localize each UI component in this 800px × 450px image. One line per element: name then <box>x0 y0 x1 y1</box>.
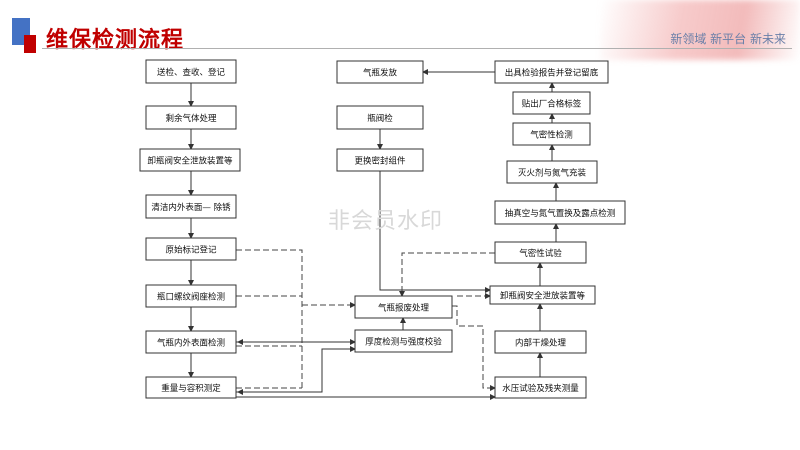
flow-box-label: 卸瓶阀安全泄放装置等 <box>147 156 233 167</box>
flow-box-label: 气瓶发放 <box>363 68 398 79</box>
flow-box-left-1: 剩余气体处理 <box>145 105 237 130</box>
flow-box-label: 贴出厂合格标签 <box>522 99 582 110</box>
flow-box-left-3: 清洁内外表面— 除锈 <box>145 194 237 219</box>
flow-box-label: 清洁内外表面— 除锈 <box>151 202 231 213</box>
flow-box-left-2: 卸瓶阀安全泄放装置等 <box>139 148 241 172</box>
flow-box-right-8: 水压试验及残夹测量 <box>494 376 587 399</box>
flow-box-left-0: 送检、查收、登记 <box>145 59 237 84</box>
flow-box-label: 厚度检测与强度校验 <box>365 337 442 348</box>
flow-box-label: 更换密封组件 <box>354 156 406 167</box>
flow-box-left-4: 原始标记登记 <box>145 237 237 261</box>
flow-box-label: 气密性试验 <box>519 248 562 259</box>
flow-box-label: 剩余气体处理 <box>165 113 217 124</box>
flow-box-label: 原始标记登记 <box>165 245 217 256</box>
flow-box-left-7: 重量与容积测定 <box>145 376 237 399</box>
flow-box-middle-3: 气瓶报废处理 <box>354 295 453 319</box>
flow-box-left-5: 瓶口螺纹阀座检测 <box>145 284 237 308</box>
flow-box-right-0: 出具检验报告并登记留底 <box>494 60 609 84</box>
flow-box-label: 出具检验报告并登记留底 <box>505 68 599 79</box>
flow-box-label: 内部干燥处理 <box>515 338 567 349</box>
decorative-banner <box>600 0 800 60</box>
flow-box-right-4: 抽真空与氮气置换及露点检测 <box>494 200 626 225</box>
flow-box-right-1: 贴出厂合格标签 <box>512 91 591 115</box>
flow-box-label: 气瓶报废处理 <box>378 303 430 314</box>
flow-box-label: 重量与容积测定 <box>161 383 221 394</box>
flow-box-label: 卸瓶阀安全泄放装置等 <box>500 291 586 302</box>
flow-box-label: 灭火剂与氮气充装 <box>518 168 587 179</box>
flow-box-label: 气瓶内外表面检测 <box>157 338 225 349</box>
slogan: 新领域 新平台 新未来 <box>670 32 786 46</box>
connectors <box>188 69 559 400</box>
flow-box-label: 抽真空与氮气置换及露点检测 <box>505 208 616 219</box>
flow-box-label: 瓶阀检 <box>367 113 393 124</box>
flow-box-middle-2: 更换密封组件 <box>336 148 424 172</box>
flow-box-right-6: 卸瓶阀安全泄放装置等 <box>489 285 596 305</box>
flow-box-label: 瓶口螺纹阀座检测 <box>157 292 225 303</box>
flow-box-middle-4: 厚度检测与强度校验 <box>354 329 453 353</box>
flow-box-label: 气密性检测 <box>530 130 573 141</box>
flow-box-label: 送检、查收、登记 <box>157 67 226 78</box>
flow-box-right-3: 灭火剂与氮气充装 <box>506 160 598 184</box>
flow-box-label: 水压试验及残夹测量 <box>502 383 579 394</box>
flow-box-right-5: 气密性试验 <box>494 241 587 264</box>
divider <box>42 48 792 49</box>
flow-box-middle-1: 瓶阀检 <box>336 105 424 130</box>
flow-box-left-6: 气瓶内外表面检测 <box>145 330 237 354</box>
flow-box-right-2: 气密性检测 <box>512 122 591 146</box>
flow-box-right-7: 内部干燥处理 <box>494 330 587 354</box>
logo-square-red <box>24 35 36 53</box>
flow-box-middle-0: 气瓶发放 <box>336 60 424 84</box>
watermark: 非会员水印 <box>328 209 444 234</box>
